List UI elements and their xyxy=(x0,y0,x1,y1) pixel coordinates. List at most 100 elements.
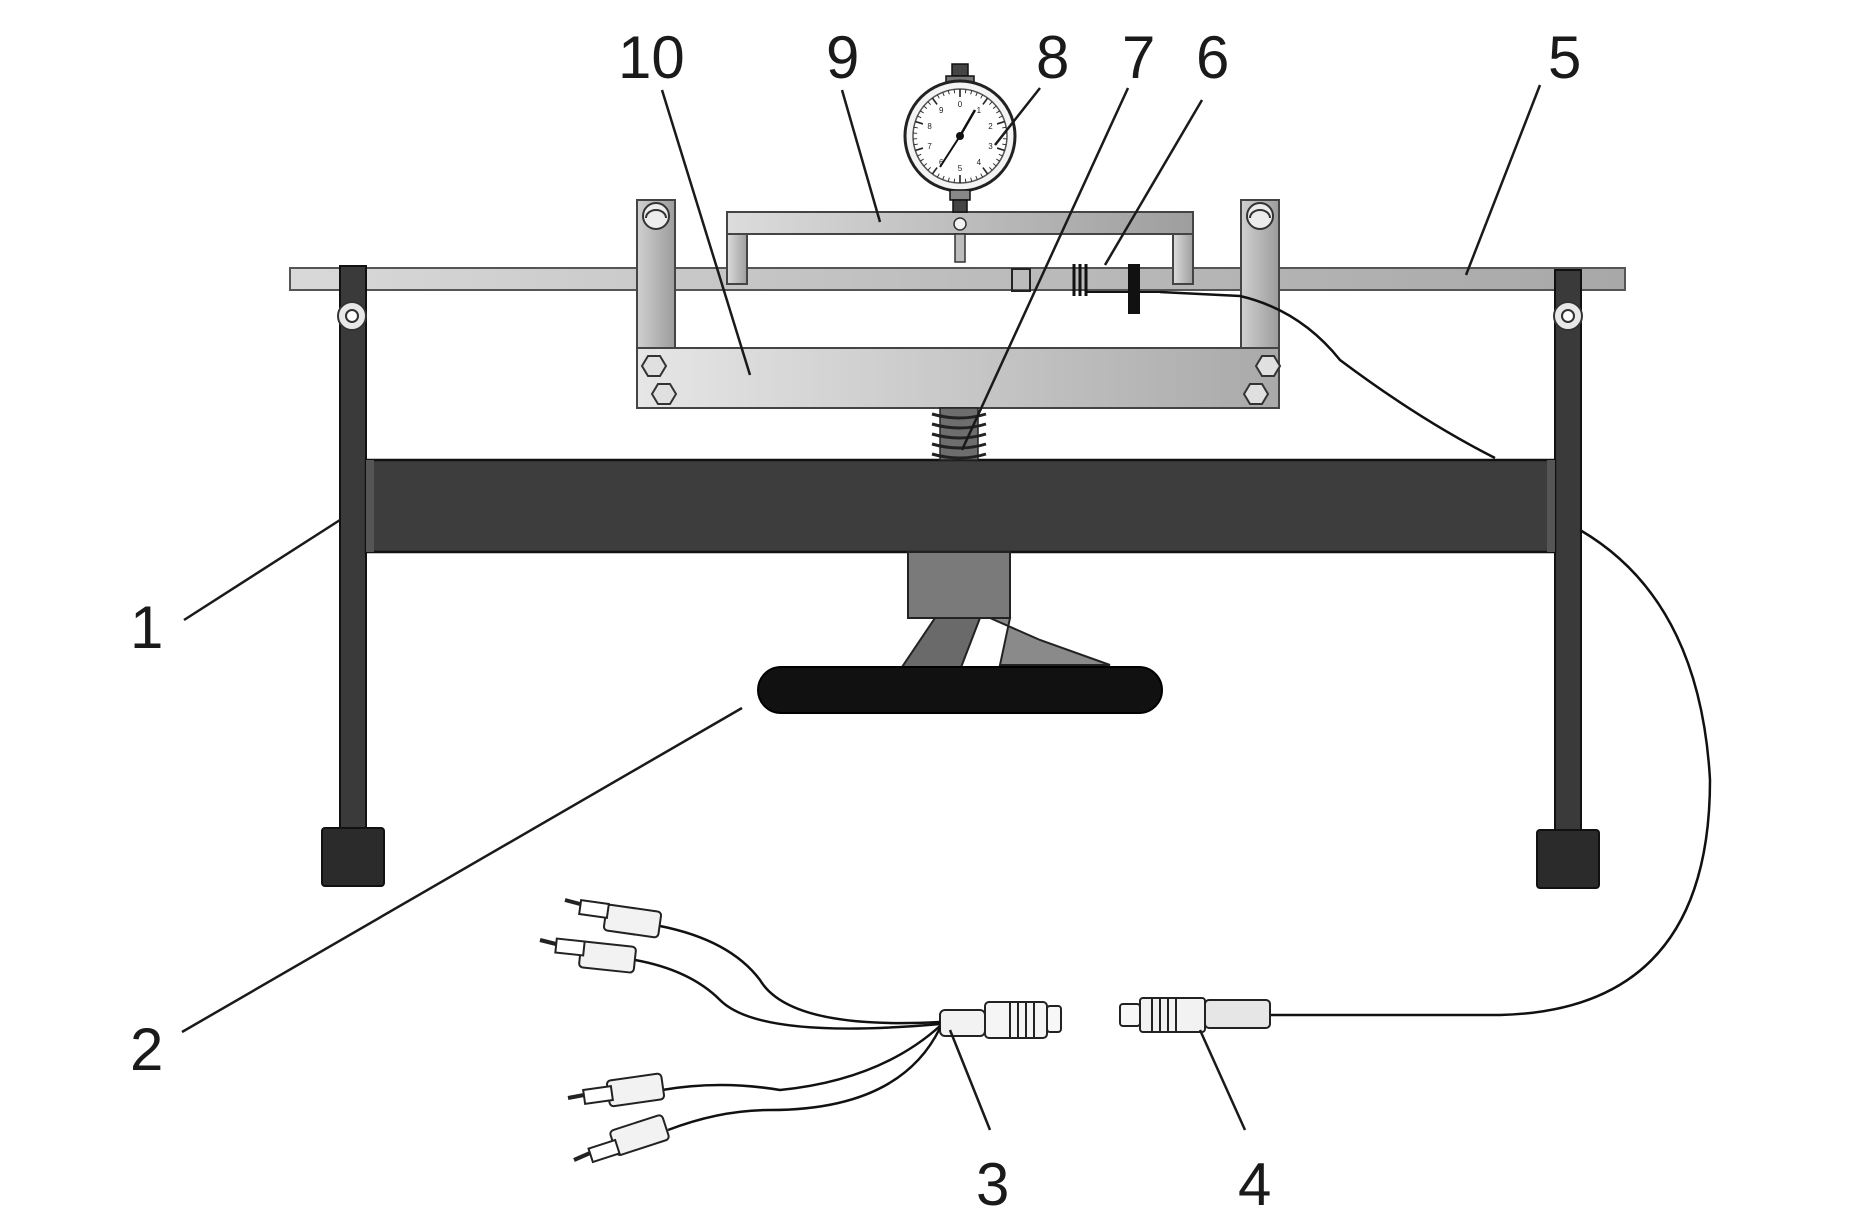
dial-scale-mark: 3 xyxy=(988,142,993,151)
banana-plug-3 xyxy=(567,1072,666,1108)
dial-tick xyxy=(917,153,922,157)
dial-tick xyxy=(947,90,950,95)
dial-tick xyxy=(913,143,918,146)
dial-scale-mark: 6 xyxy=(939,158,944,167)
callout-8: 8 xyxy=(1036,24,1069,91)
dial-tick xyxy=(996,158,1000,162)
dial-tick xyxy=(920,158,924,162)
leader-3 xyxy=(948,1029,992,1131)
leader-10 xyxy=(660,89,752,376)
callout-9: 9 xyxy=(826,24,859,91)
foot-pad xyxy=(757,666,1163,714)
dial-tick xyxy=(936,94,940,99)
sensor-cable xyxy=(1159,290,1712,1017)
leader-6 xyxy=(1103,99,1204,266)
dial-tick xyxy=(989,101,993,105)
dial-scale-mark: 1 xyxy=(977,106,982,115)
dial-tick xyxy=(917,115,922,119)
spring xyxy=(931,407,987,461)
dial-tick xyxy=(927,101,931,105)
dial-tick xyxy=(942,175,945,180)
dial-scale-mark: 0 xyxy=(958,100,963,109)
dial-tick xyxy=(931,97,938,105)
dial-tick xyxy=(970,90,973,95)
callout-4: 4 xyxy=(1238,1151,1271,1210)
leader-5 xyxy=(1464,84,1542,276)
dial-tick xyxy=(920,110,924,114)
callout-2: 2 xyxy=(130,1016,163,1083)
leader-9 xyxy=(840,89,882,223)
callout-10: 10 xyxy=(618,24,685,91)
dial-tick xyxy=(915,147,924,152)
callout-7: 7 xyxy=(1122,24,1155,91)
leader-lines xyxy=(181,84,1542,1131)
left-leg xyxy=(321,265,385,887)
right-leg xyxy=(1536,269,1600,889)
dial-tick xyxy=(913,126,918,129)
top-rail xyxy=(289,267,1626,291)
dial-tick xyxy=(964,89,967,94)
dial-tick xyxy=(996,110,1000,114)
main-beam xyxy=(364,458,1557,554)
banana-plug-cables xyxy=(634,924,942,1132)
dial-tick xyxy=(998,153,1003,157)
callout-labels: 1 2 3 4 5 6 7 8 9 10 xyxy=(130,24,1581,1210)
connector-4 xyxy=(1119,997,1271,1033)
dial-tick xyxy=(975,92,978,97)
sensor-clamp xyxy=(1128,264,1140,314)
dial-tick xyxy=(989,167,993,171)
dial-tick xyxy=(996,147,1005,152)
dial-tick xyxy=(1002,143,1007,146)
dial-scale-mark: 8 xyxy=(927,122,932,131)
callout-3: 3 xyxy=(976,1151,1009,1210)
dial-needle-tail xyxy=(939,135,961,168)
right-foot xyxy=(1536,829,1600,889)
dial-tick xyxy=(980,94,984,99)
dial-tick xyxy=(915,120,924,125)
dial-tick xyxy=(931,167,938,175)
dial-tick xyxy=(992,105,997,109)
dial-tick xyxy=(964,178,967,183)
frame-crossbar xyxy=(636,347,1280,409)
leader-1 xyxy=(183,518,341,622)
dial-tick xyxy=(980,173,984,178)
banana-plug-1 xyxy=(564,898,663,939)
dial-tick xyxy=(942,92,945,97)
dial-tick xyxy=(923,105,928,109)
dial-tick xyxy=(953,178,956,183)
connector-3 xyxy=(939,1001,1062,1039)
dial-tick xyxy=(953,89,956,94)
dial-tick xyxy=(970,177,973,182)
spindle xyxy=(757,551,1163,714)
dial-tick xyxy=(927,167,931,171)
left-foot xyxy=(321,827,385,887)
banana-plug-2 xyxy=(539,937,637,974)
banana-plug-4 xyxy=(573,1114,670,1164)
gauge-cap xyxy=(951,63,969,77)
dial-tick xyxy=(982,167,989,175)
dial-needle-long xyxy=(958,109,977,137)
callout-5: 5 xyxy=(1548,24,1581,91)
gauge-bridge xyxy=(726,211,1194,285)
leader-2 xyxy=(181,706,743,1034)
dial-tick xyxy=(996,120,1005,125)
dial-tick xyxy=(982,97,989,105)
leader-4 xyxy=(1198,1029,1247,1131)
dial-scale-mark: 4 xyxy=(977,158,982,167)
dial-scale-mark: 7 xyxy=(927,142,932,151)
dial-tick xyxy=(992,163,997,167)
dial-scale-mark: 5 xyxy=(958,164,963,173)
dial-ticks xyxy=(913,89,1007,183)
dial-tick xyxy=(998,115,1003,119)
dial-tick xyxy=(923,163,928,167)
dial-tick xyxy=(936,173,940,178)
dial-scale-mark: 2 xyxy=(988,122,993,131)
dial-tick xyxy=(1002,126,1007,129)
dial-tick xyxy=(975,175,978,180)
leader-8 xyxy=(994,87,1041,146)
leader-7 xyxy=(960,87,1130,451)
